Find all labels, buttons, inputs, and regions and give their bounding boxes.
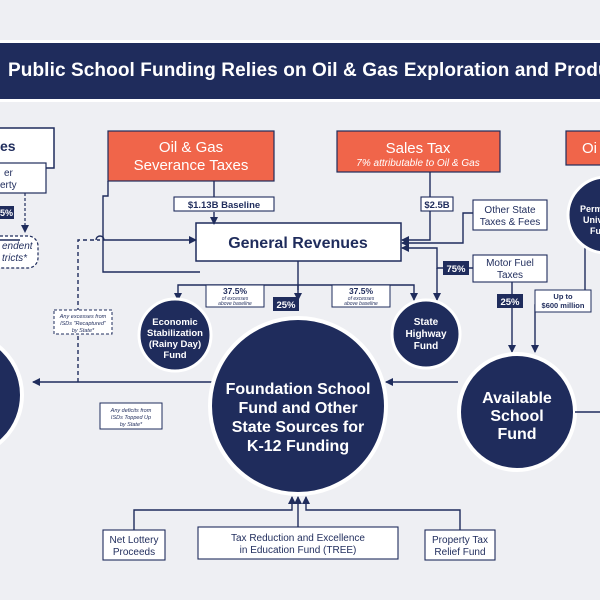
deficits-line-3: by State*	[120, 422, 143, 428]
excess-right-pct: 37.5%	[349, 286, 374, 296]
baseline-text: $1.13B Baseline	[188, 200, 260, 211]
motor-fuel-line-1: Motor Fuel	[486, 258, 534, 269]
property-line-2: Relief Fund	[434, 547, 485, 558]
left-title-box	[0, 127, 55, 169]
lottery-line-1: Net Lottery	[110, 535, 159, 546]
motor-fuel-box: Motor Fuel Taxes	[472, 254, 548, 283]
left-box-line-1: er	[4, 168, 14, 179]
left-title-text: es	[0, 138, 16, 154]
excess-left-pct: 37.5%	[223, 286, 248, 296]
deficits-line-1: Any deficits from	[110, 408, 152, 414]
excess-left-line-1: of excesses	[222, 296, 249, 302]
left-pill-line-1: endent	[2, 241, 34, 252]
line-jump	[95, 235, 105, 241]
left-pct-text: 5%	[0, 208, 13, 218]
recaptured-line-2: ISDs "Recaptured"	[60, 321, 107, 327]
asf-pct-badge: 25%	[497, 294, 523, 308]
excess-right-line-1: of excesses	[348, 296, 375, 302]
other-taxes-to-revenues	[401, 212, 473, 247]
asf-line-1: Available	[482, 390, 552, 407]
cap-line-1: Up to	[553, 292, 573, 301]
perm-line-3: Fu	[590, 226, 600, 236]
deficits-line-2: ISDs Topped Up	[111, 415, 151, 421]
right-partial-tax-box: Oi	[565, 130, 600, 166]
left-pill	[0, 235, 39, 269]
asf-circle: Available School Fund	[457, 352, 577, 472]
recaptured-line-1: Any excesses from	[59, 314, 107, 320]
excess-right-line-2: above baseline	[344, 301, 378, 307]
foundation-pct-badge: 25%	[273, 297, 299, 311]
sales-amount-label: $2.5B	[420, 196, 454, 212]
severance-line-1: Oil & Gas	[159, 139, 223, 156]
motor-fuel-pct-text: 75%	[446, 264, 466, 275]
highway-line-3: Fund	[414, 341, 438, 352]
diagram-title: Public School Funding Relies on Oil & Ga…	[8, 60, 600, 81]
sales-amount-text: $2.5B	[424, 200, 449, 211]
cap-label: Up to $600 million	[534, 289, 592, 313]
general-revenues-label: General Revenues	[228, 235, 368, 252]
motor-fuel-line-2: Taxes	[497, 270, 523, 281]
lottery-to-foundation	[133, 496, 296, 530]
sales-tax-subtitle: 7% attributable to Oil & Gas	[356, 158, 479, 169]
excess-left-label: 37.5% of excesses above baseline	[205, 284, 265, 308]
other-state-line-2: Taxes & Fees	[480, 217, 541, 228]
esf-line-3: (Rainy Day)	[149, 339, 201, 350]
title-banner: Public School Funding Relies on Oil & Ga…	[0, 40, 600, 102]
left-partial-circle	[0, 345, 24, 445]
highway-line-1: State	[414, 317, 439, 328]
esf-line-2: Stabilization	[147, 328, 203, 339]
asf-line-3: Fund	[497, 426, 536, 443]
foundation-line-4: K-12 Funding	[247, 438, 349, 455]
severance-excess-route	[102, 181, 200, 273]
asf-line-2: School	[490, 408, 543, 425]
sales-tax-box: Sales Tax 7% attributable to Oil & Gas	[336, 130, 501, 173]
recaptured-line-3: by State*	[72, 328, 95, 334]
left-box	[0, 162, 47, 194]
lottery-line-2: Proceeds	[113, 547, 155, 558]
general-revenues-box: General Revenues	[195, 222, 402, 262]
other-state-line-1: Other State	[484, 205, 536, 216]
recaptured-route	[77, 239, 100, 382]
recaptured-label: Any excesses from ISDs "Recaptured" by S…	[53, 309, 113, 335]
foundation-pct-text: 25%	[276, 300, 296, 311]
esf-line-4: Fund	[163, 350, 186, 361]
left-box-line-2: erty	[0, 180, 17, 191]
left-panel: es er erty 5% endent tricts*	[0, 127, 55, 445]
left-pill-line-2: tricts*	[2, 253, 28, 264]
esf-line-1: Economic	[152, 317, 197, 328]
motor-fuel-pct-badge: 75%	[443, 261, 469, 275]
deficits-label: Any deficits from ISDs Topped Up by Stat…	[99, 402, 163, 430]
property-line-1: Property Tax	[432, 535, 488, 546]
property-tax-relief-box: Property Tax Relief Fund	[424, 529, 496, 561]
permanent-fund-partial-circle: Perm Univ Fu	[566, 175, 600, 255]
esf-circle: Economic Stabilization (Rainy Day) Fund	[137, 297, 213, 373]
foundation-line-2: Fund and Other	[238, 400, 357, 417]
right-partial-tax-text: Oi	[582, 140, 597, 157]
net-lottery-box: Net Lottery Proceeds	[102, 529, 166, 561]
highway-line-2: Highway	[405, 329, 447, 340]
sales-to-revenues	[401, 211, 431, 244]
perm-line-2: Univ	[583, 215, 600, 225]
excess-right-label: 37.5% of excesses above baseline	[331, 284, 391, 308]
oil-gas-severance-box: Oil & Gas Severance Taxes	[107, 130, 275, 182]
other-state-taxes-box: Other State Taxes & Fees	[472, 199, 548, 231]
excess-left-line-2: above baseline	[218, 301, 252, 307]
baseline-label: $1.13B Baseline	[173, 196, 275, 212]
sales-tax-title: Sales Tax	[386, 140, 451, 157]
foundation-circle: Foundation School Fund and Other State S…	[208, 316, 388, 496]
left-pct-badge	[0, 206, 14, 219]
tree-line-2: in Education Fund (TREE)	[240, 545, 357, 556]
foundation-line-1: Foundation School	[226, 381, 371, 398]
tree-box: Tax Reduction and Excellence in Educatio…	[197, 526, 399, 560]
property-to-foundation	[302, 496, 461, 530]
tree-line-1: Tax Reduction and Excellence	[231, 533, 365, 544]
perm-line-1: Perm	[580, 204, 600, 214]
cap-line-2: $600 million	[542, 301, 585, 310]
severance-line-2: Severance Taxes	[134, 157, 249, 174]
highway-circle: State Highway Fund	[390, 298, 462, 370]
foundation-line-3: State Sources for	[232, 419, 364, 436]
asf-pct-text: 25%	[500, 297, 520, 308]
